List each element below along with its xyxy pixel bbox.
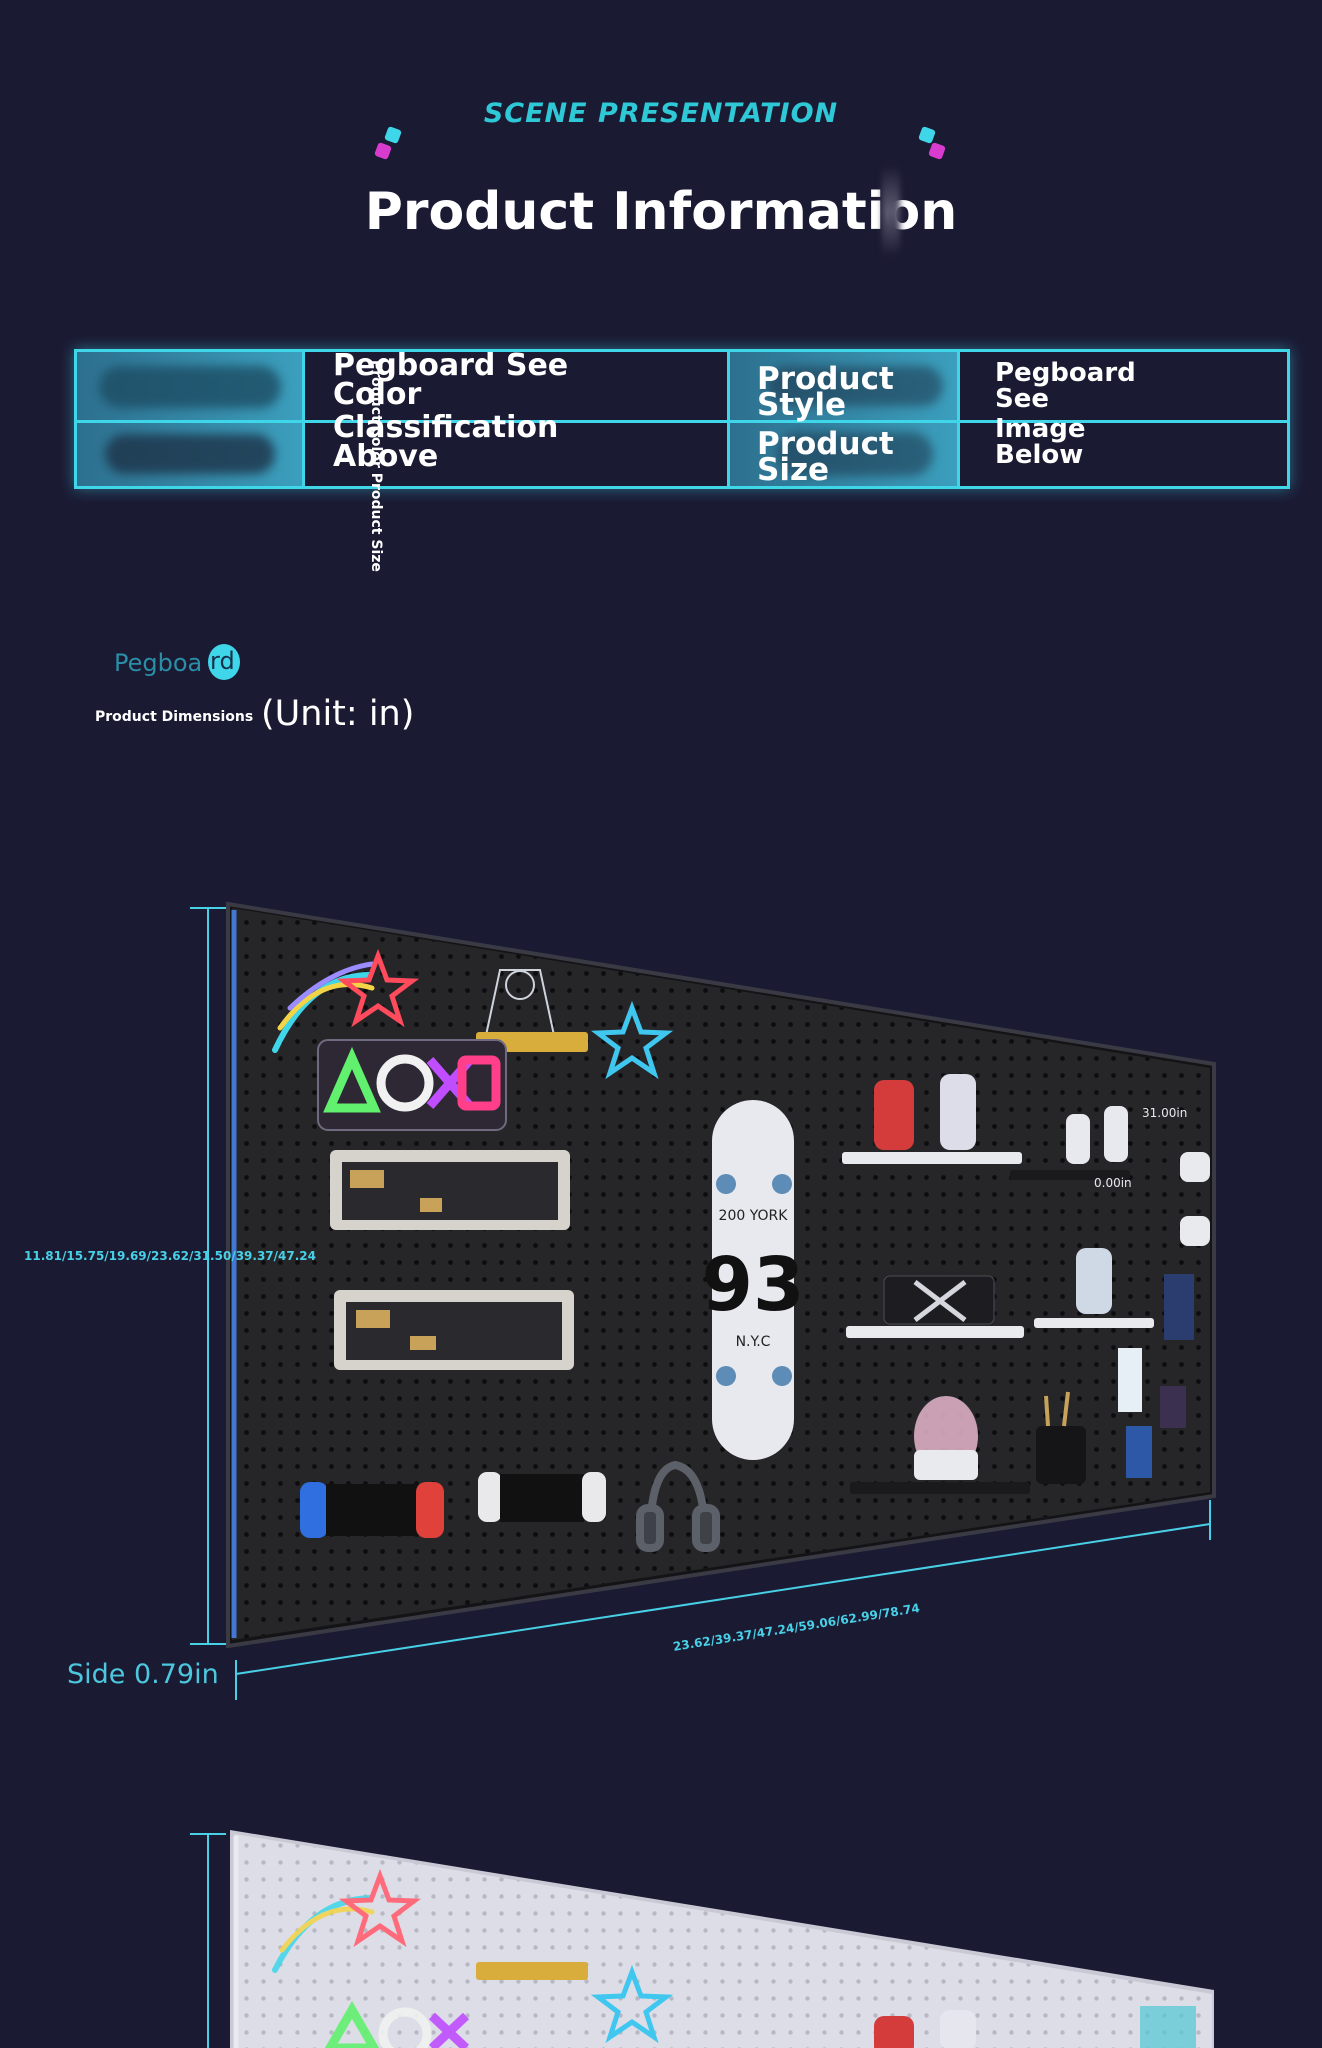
spec-row1-value-right: Pegboard See bbox=[995, 358, 1136, 414]
neon-star-blue-icon bbox=[590, 1000, 674, 1080]
shelf-label-b: 0.00in bbox=[1094, 1176, 1132, 1190]
decor-cube-icon bbox=[374, 142, 392, 160]
skateboard-text-top: 200 YORK bbox=[719, 1208, 789, 1224]
spec-row2-value-left: Classification Above bbox=[333, 410, 559, 474]
pegboard-dark-image: 200 YORK 93 N.Y.C bbox=[190, 901, 1216, 1700]
headphones-icon bbox=[636, 1460, 720, 1552]
spec-row1-label-blurred bbox=[99, 366, 281, 408]
spec-row1-value-left: Pegboard See Color bbox=[333, 348, 569, 412]
astronaut-sign-plate-2 bbox=[476, 1962, 588, 1980]
neon-symbols-sign bbox=[317, 1039, 507, 1131]
product-dimensions-label: Product Dimensions bbox=[95, 709, 254, 725]
height-dimension-line bbox=[190, 907, 226, 1645]
neon-star-red-icon-2 bbox=[338, 1868, 422, 1948]
spec-row2-right-label-bg bbox=[777, 432, 933, 476]
height-options-label: 11.81/15.75/19.69/23.62/31.50/39.37/47.2… bbox=[24, 1249, 316, 1263]
grid-decor-2 bbox=[1140, 2006, 1196, 2048]
spec-row1-right-label-bg bbox=[767, 366, 943, 406]
controller-hooks bbox=[1180, 1152, 1210, 1246]
skateboard-text-bottom: N.Y.C bbox=[736, 1334, 771, 1350]
graphics-card bbox=[883, 1275, 995, 1325]
figurines bbox=[874, 1074, 1128, 1314]
width-dimension-line bbox=[235, 1500, 1211, 1700]
neon-symbols-glyphs-2 bbox=[324, 2001, 470, 2048]
height-dimension-line-2 bbox=[190, 1833, 226, 2048]
decor-cube-icon bbox=[928, 142, 946, 160]
spec-row1-label-right: Product Style bbox=[757, 361, 894, 424]
keyboard-1 bbox=[330, 1150, 570, 1230]
title-glow-decoration bbox=[882, 166, 900, 256]
game-console-2 bbox=[478, 1472, 606, 1522]
spec-table: Pegboard See Color Product Style Pegboar… bbox=[74, 349, 1290, 489]
page-title: Product Information bbox=[364, 182, 958, 242]
posters bbox=[1118, 1274, 1194, 1478]
spec-row2-value-right: Image Below bbox=[995, 414, 1086, 470]
shelf-label-a: 31.00in bbox=[1142, 1106, 1188, 1120]
section-subtitle: SCENE PRESENTATION bbox=[483, 98, 839, 129]
skateboard: 200 YORK 93 N.Y.C bbox=[702, 1100, 805, 1460]
keyboard-2 bbox=[334, 1290, 574, 1370]
neon-symbols-glyphs bbox=[323, 1046, 501, 1113]
pen-holder bbox=[1036, 1391, 1086, 1484]
game-console-1 bbox=[300, 1482, 444, 1538]
skateboard-number: 93 bbox=[702, 1242, 805, 1328]
pegboard-chip-text: Pegboa bbox=[114, 649, 203, 677]
shelves bbox=[842, 1152, 1154, 1494]
unit-label: (Unit: in) bbox=[261, 694, 415, 734]
spec-row2-label-blurred bbox=[105, 434, 275, 474]
spec-row2-label-right: Product Size bbox=[757, 426, 894, 489]
pegboard-chip-dot: rd bbox=[208, 644, 240, 680]
desk-lamp bbox=[914, 1396, 978, 1480]
figurine-3 bbox=[940, 2010, 976, 2048]
figurine-2 bbox=[874, 2016, 914, 2048]
neon-comet-icon bbox=[272, 961, 375, 1053]
side-thickness-label: Side 0.79in bbox=[67, 1659, 219, 1690]
pegboard-light-image bbox=[190, 1830, 1214, 2048]
vertical-overlay-text: Product Color Product Size bbox=[368, 360, 384, 572]
neon-star-red-icon bbox=[336, 948, 420, 1028]
neon-star-blue-icon-2 bbox=[590, 1964, 674, 2044]
